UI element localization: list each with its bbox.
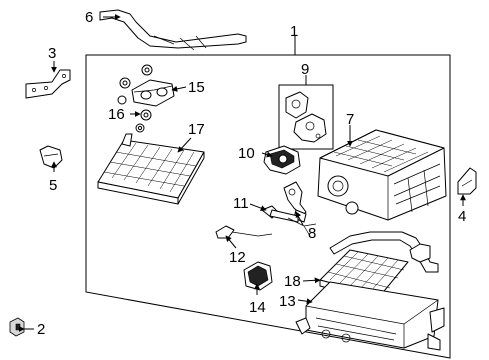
part-15-grommet-block <box>131 79 175 107</box>
callout-1: 1 <box>290 23 298 40</box>
callout-3: 3 <box>48 45 56 62</box>
callout-9: 9 <box>301 61 309 78</box>
part-17-heater-core <box>97 133 205 205</box>
callout-10: 10 <box>238 145 255 162</box>
callout-16: 16 <box>108 106 125 123</box>
part-2-nut <box>9 317 25 337</box>
callout-15: 15 <box>188 79 205 96</box>
leader-lines <box>18 14 466 332</box>
part-10-actuator <box>263 145 301 175</box>
callout-4: 4 <box>458 208 466 225</box>
callout-12: 12 <box>229 249 246 266</box>
part-12-sensor <box>215 225 273 239</box>
part-4-bracket <box>457 167 477 195</box>
callout-17: 17 <box>188 121 205 138</box>
part-16-seals <box>117 64 153 133</box>
part-14-resistor <box>243 261 273 291</box>
callout-14: 14 <box>249 299 266 316</box>
part-3-bracket <box>25 69 71 99</box>
callout-11: 11 <box>233 195 249 212</box>
part-5-clip <box>39 145 63 169</box>
evaporator-pipes <box>329 231 439 273</box>
callout-8: 8 <box>308 225 316 242</box>
callout-7: 7 <box>346 111 354 128</box>
part-9-link <box>285 91 327 143</box>
part-7-housing <box>317 129 447 221</box>
part-6-pipe <box>99 9 247 51</box>
part-13-case <box>295 281 445 351</box>
callout-2: 2 <box>37 321 45 338</box>
assembly-boundary <box>85 54 451 359</box>
callout-6: 6 <box>85 9 93 26</box>
callout-18: 18 <box>284 273 301 290</box>
callout-13: 13 <box>279 293 296 310</box>
callout-5: 5 <box>49 177 57 194</box>
